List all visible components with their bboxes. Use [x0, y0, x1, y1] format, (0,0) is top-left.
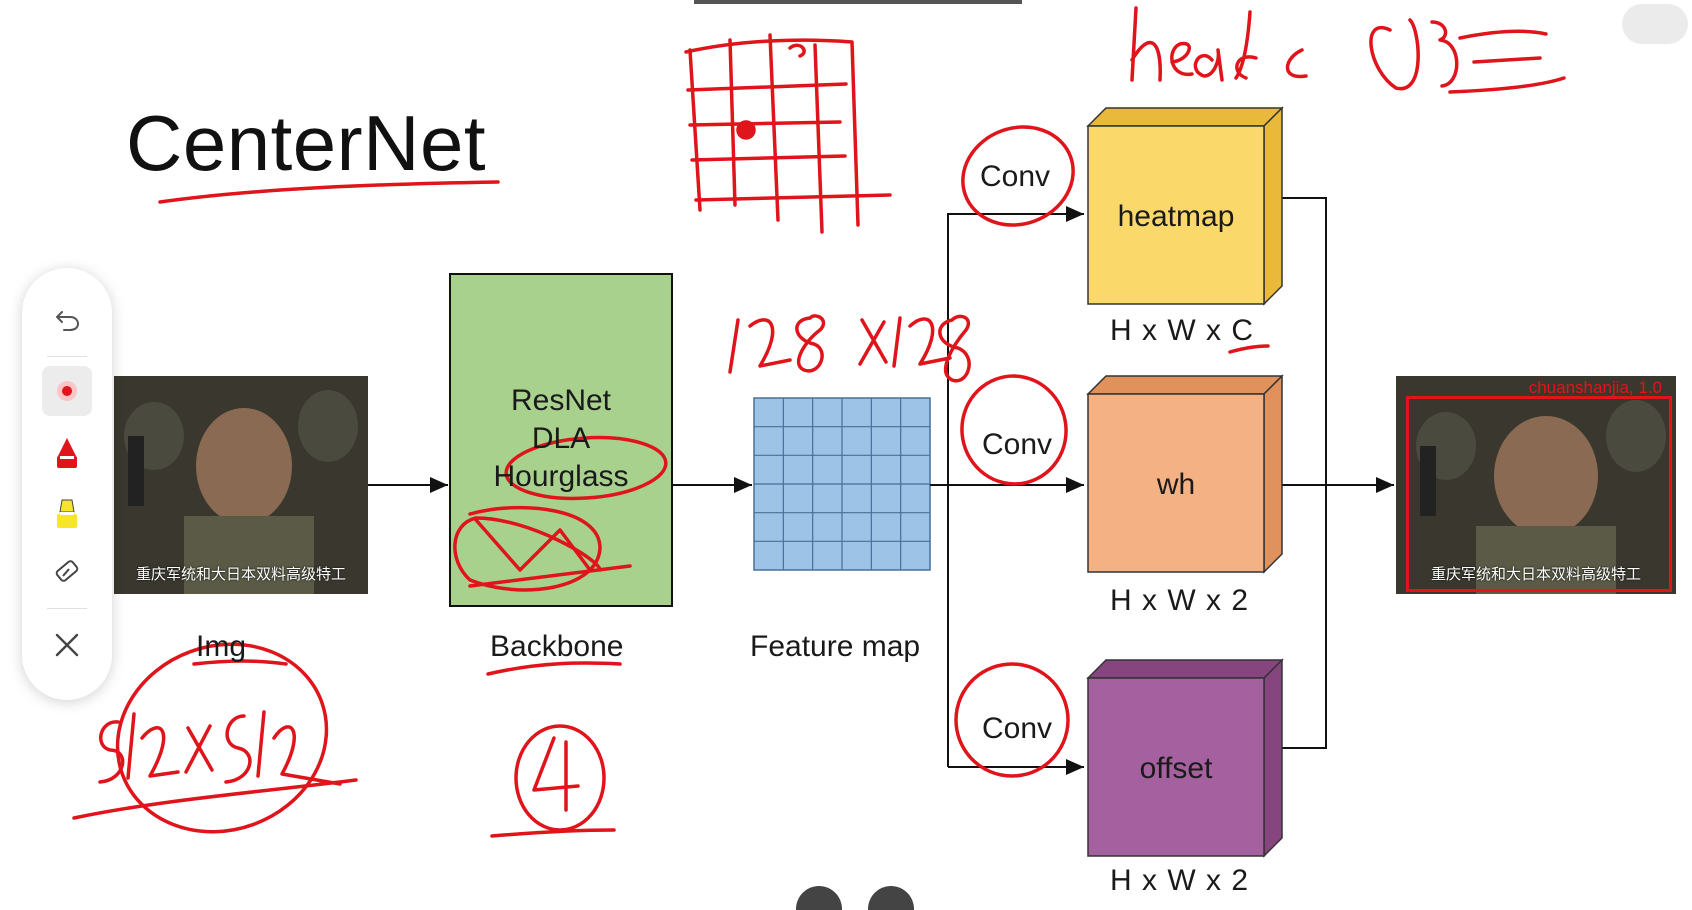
cube-top-face [1086, 659, 1284, 679]
close-icon [55, 633, 79, 657]
laser-pointer-icon [57, 381, 77, 401]
cube-side-face [1263, 374, 1283, 574]
offset-cube [1086, 658, 1284, 858]
cube-side-face [1263, 106, 1283, 306]
annotation-toolbar [22, 268, 112, 700]
head-name-heatmap: heatmap [1117, 200, 1235, 233]
wh-cube [1086, 374, 1284, 574]
detection-label: chuanshanjia, 1.0 [1528, 378, 1662, 397]
backbone-line-hourglass: Hourglass [493, 460, 629, 493]
portrait-photo-icon [114, 376, 368, 594]
slide-title: CenterNet [126, 99, 486, 187]
feature-map-grid [753, 397, 931, 571]
red-pen-button[interactable] [42, 428, 92, 478]
corner-control-button[interactable] [1622, 4, 1688, 44]
cube-top-face [1086, 375, 1284, 395]
head-dims-heatmap: H x W x C [1110, 314, 1254, 347]
highlighter-icon [57, 499, 77, 528]
head-dims-wh: H x W x 2 [1110, 584, 1250, 617]
undo-icon [56, 311, 80, 331]
eraser-icon [55, 560, 79, 582]
output-image-caption: 重庆军统和大日本双料高级特工 [1430, 565, 1641, 583]
input-image: 重庆军统和大日本双料高级特工 [114, 376, 368, 594]
head-name-offset: offset [1139, 752, 1213, 785]
portrait-photo-icon [1396, 376, 1676, 594]
conv-label-wh: Conv [982, 428, 1053, 461]
arrow-to-heatmap [947, 206, 1084, 767]
close-toolbar-button[interactable] [42, 620, 92, 670]
head-dims-offset: H x W x 2 [1110, 864, 1250, 897]
cube-front-face [1087, 393, 1265, 573]
laser-pointer-button[interactable] [42, 366, 92, 416]
feature-map-label: Feature map [750, 630, 921, 663]
output-image: chuanshanjia, 1.0 重庆军统和大日本双料高级特工 [1396, 376, 1676, 594]
top-scroll-indicator[interactable] [694, 0, 1022, 4]
undo-button[interactable] [42, 294, 92, 344]
conv-label-offset: Conv [982, 712, 1053, 745]
highlighter-button[interactable] [42, 488, 92, 538]
input-label: Img [196, 630, 247, 663]
cube-side-face [1263, 658, 1283, 858]
backbone-line-dla: DLA [531, 422, 591, 455]
eraser-button[interactable] [42, 546, 92, 596]
red-pen-icon [57, 438, 77, 468]
output-merge-line [1278, 197, 1327, 749]
cube-front-face [1087, 125, 1265, 305]
handwritten-annotations [72, 6, 1566, 838]
heatmap-cube [1086, 106, 1284, 306]
head-name-wh: wh [1156, 468, 1196, 501]
backbone-line-resnet: ResNet [510, 384, 612, 417]
conv-label-heatmap: Conv [980, 160, 1051, 193]
detection-bounding-box [1406, 396, 1672, 592]
input-image-caption: 重庆军统和大日本双料高级特工 [135, 565, 346, 583]
cube-front-face [1087, 677, 1265, 857]
backbone-label: Backbone [490, 630, 624, 663]
cube-top-face [1086, 107, 1284, 127]
